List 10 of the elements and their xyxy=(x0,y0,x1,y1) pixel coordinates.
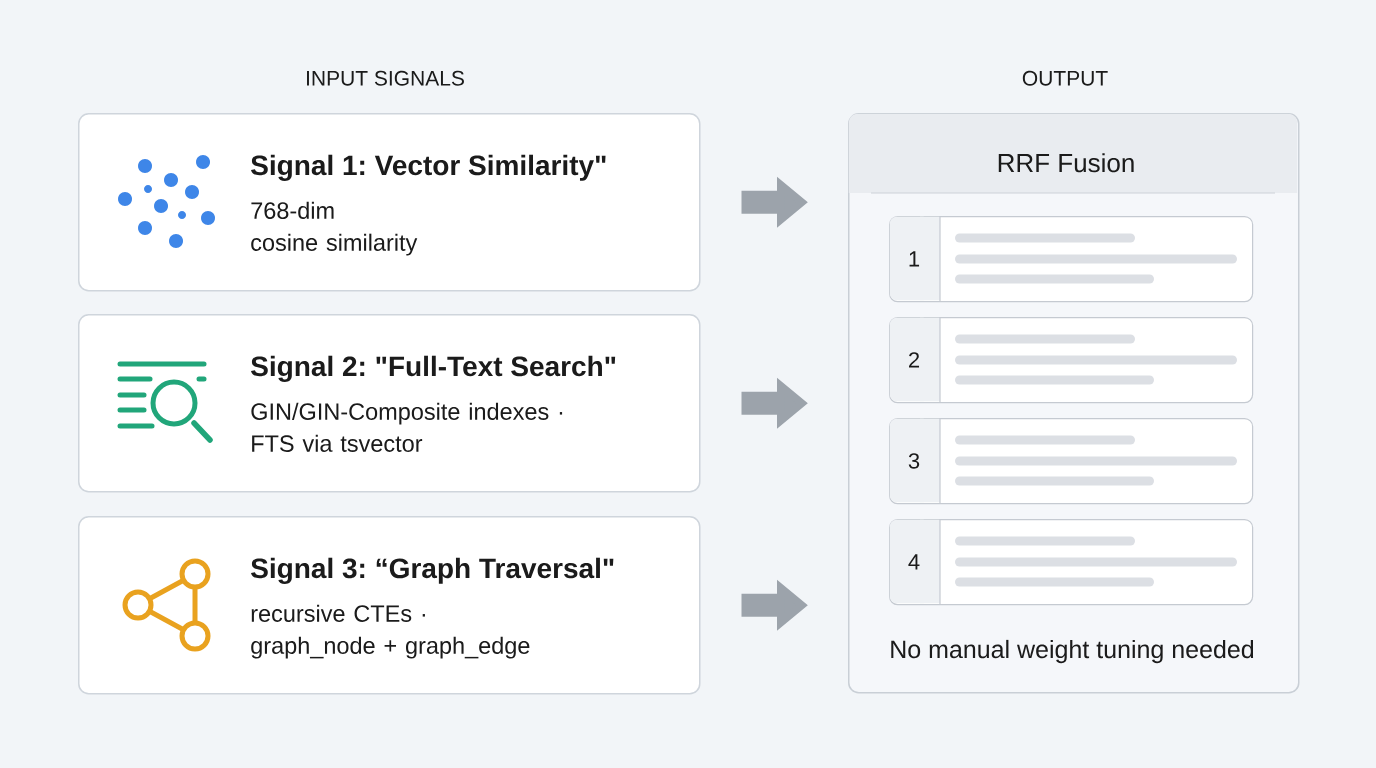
card-heading: Signal 1: Vector Similarity" xyxy=(251,154,606,181)
section-heading: INPUT SIGNALS xyxy=(307,70,464,86)
card-description: 768-dim cosine similarity xyxy=(251,201,418,256)
card-heading: Signal 3: “Graph Traversal" xyxy=(251,557,614,584)
note-text: No manual weight tuning needed xyxy=(891,639,1254,664)
card-heading: Signal 2: "Full-Text Search" xyxy=(251,355,616,382)
card-description: GIN/GIN-Composite indexes · FTS via tsvector xyxy=(251,402,563,452)
section-heading: OUTPUT xyxy=(1022,70,1108,86)
card-description: recursive CTEs · graph_node + graph_edge xyxy=(251,604,530,659)
panel-header: RRF Fusion xyxy=(848,113,1298,194)
